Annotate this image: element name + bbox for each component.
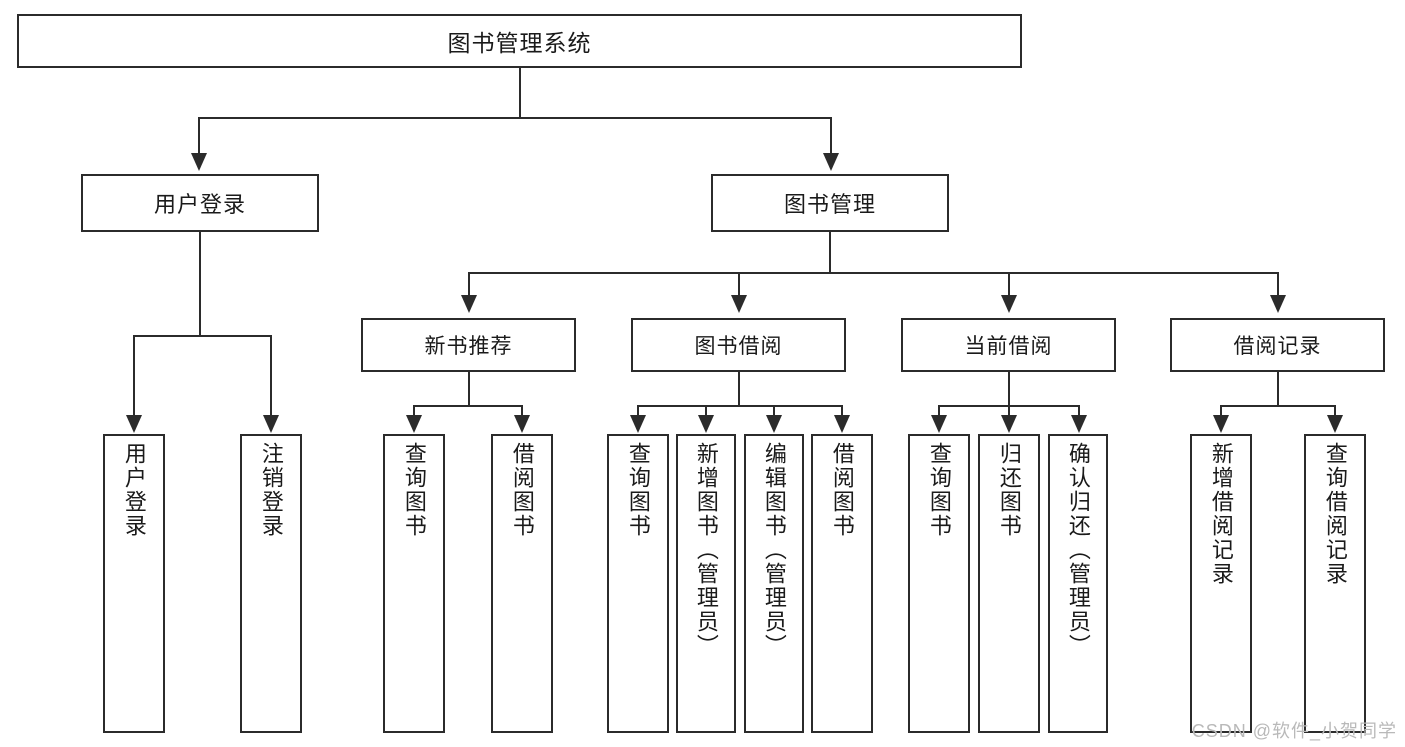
leaf-query-book-3[interactable]: 查询图书 [908,434,970,733]
edge-cb-to-leaf-2 [1008,405,1010,417]
node-label: 用户登录 [153,192,246,217]
node-label: 新书推荐 [424,335,513,358]
edge-root-to-book-management [830,117,832,155]
arrow-to-leaf-borrow-book-1 [514,415,530,433]
leaf-return-book[interactable]: 归还图书 [978,434,1040,733]
edge-user-login-bar [133,335,271,337]
leaf-label: 归还图书 [996,442,1022,538]
edge-br-bar [1220,405,1336,407]
leaf-query-book-2[interactable]: 查询图书 [607,434,669,733]
edge-user-login-to-leaf-1 [133,335,135,417]
edge-bb-to-leaf-2 [705,405,707,417]
edge-bb-to-leaf-1 [637,405,639,417]
arrow-to-leaf-borrow-book-2 [834,415,850,433]
arrow-to-leaf-confirm-return [1071,415,1087,433]
leaf-label: 用户登录 [121,442,147,538]
node-user-login[interactable]: 用户登录 [81,174,319,232]
arrow-to-leaf-edit-book [766,415,782,433]
edge-nbr-stem [468,372,470,405]
edge-cb-stem [1008,372,1010,405]
arrow-to-current-borrow [1001,295,1017,313]
node-book-management[interactable]: 图书管理 [711,174,949,232]
arrow-to-leaf-add-record [1213,415,1229,433]
arrow-to-leaf-logout [263,415,279,433]
leaf-label: 确认归还（管理员） [1065,442,1091,658]
arrow-to-borrow-record [1270,295,1286,313]
edge-book-management-bar [468,272,1278,274]
edge-bb-to-leaf-3 [773,405,775,417]
leaf-borrow-book-2[interactable]: 借阅图书 [811,434,873,733]
leaf-label: 借阅图书 [509,442,535,538]
edge-bm-to-new-book [468,272,470,297]
leaf-label: 借阅图书 [829,442,855,538]
node-label: 借阅记录 [1233,335,1322,358]
node-root-system[interactable]: 图书管理系统 [17,14,1022,68]
edge-bb-stem [738,372,740,405]
leaf-add-record[interactable]: 新增借阅记录 [1190,434,1252,733]
edge-br-to-leaf-2 [1334,405,1336,417]
edge-nbr-to-leaf-2 [521,405,523,417]
edge-root-stem [519,68,521,117]
edge-user-login-stem [199,232,201,335]
leaf-label: 新增借阅记录 [1208,442,1234,586]
edge-root-to-user-login [198,117,200,155]
edge-user-login-to-leaf-2 [270,335,272,417]
node-label: 图书管理 [783,192,876,217]
leaf-label: 查询图书 [926,442,952,538]
edge-nbr-bar [413,405,523,407]
leaf-label: 编辑图书（管理员） [761,442,787,658]
leaf-label: 新增图书（管理员） [693,442,719,658]
edge-cb-to-leaf-1 [938,405,940,417]
leaf-add-book[interactable]: 新增图书（管理员） [676,434,736,733]
leaf-query-record[interactable]: 查询借阅记录 [1304,434,1366,733]
edge-cb-to-leaf-3 [1078,405,1080,417]
arrow-to-leaf-query-book-2 [630,415,646,433]
arrow-to-leaf-return-book [1001,415,1017,433]
arrow-to-leaf-add-book [698,415,714,433]
leaf-label: 查询图书 [401,442,427,538]
leaf-logout[interactable]: 注销登录 [240,434,302,733]
leaf-label: 查询借阅记录 [1322,442,1348,586]
node-label: 当前借阅 [964,335,1053,358]
arrow-to-user-login [191,153,207,171]
edge-nbr-to-leaf-1 [413,405,415,417]
node-book-borrow[interactable]: 图书借阅 [631,318,846,372]
arrow-to-book-borrow [731,295,747,313]
leaf-confirm-return[interactable]: 确认归还（管理员） [1048,434,1108,733]
edge-br-stem [1277,372,1279,405]
leaf-borrow-book-1[interactable]: 借阅图书 [491,434,553,733]
edge-br-to-leaf-1 [1220,405,1222,417]
edge-bm-to-current-borrow [1008,272,1010,297]
leaf-user-login[interactable]: 用户登录 [103,434,165,733]
edge-book-management-stem [829,232,831,272]
arrow-to-leaf-query-record [1327,415,1343,433]
edge-bb-bar [637,405,842,407]
node-borrow-record[interactable]: 借阅记录 [1170,318,1385,372]
arrow-to-leaf-user-login [126,415,142,433]
node-label: 图书借阅 [694,335,783,358]
arrow-to-leaf-query-book-3 [931,415,947,433]
leaf-edit-book[interactable]: 编辑图书（管理员） [744,434,804,733]
edge-bm-to-book-borrow [738,272,740,297]
edge-root-bar [198,117,832,119]
node-new-book-recommend[interactable]: 新书推荐 [361,318,576,372]
edge-bm-to-borrow-record [1277,272,1279,297]
leaf-query-book-1[interactable]: 查询图书 [383,434,445,733]
arrow-to-book-management [823,153,839,171]
node-label: 图书管理系统 [447,30,592,56]
edge-bb-to-leaf-4 [841,405,843,417]
arrow-to-leaf-query-book-1 [406,415,422,433]
leaf-label: 查询图书 [625,442,651,538]
node-current-borrow[interactable]: 当前借阅 [901,318,1116,372]
arrow-to-new-book-recommend [461,295,477,313]
leaf-label: 注销登录 [258,442,284,538]
